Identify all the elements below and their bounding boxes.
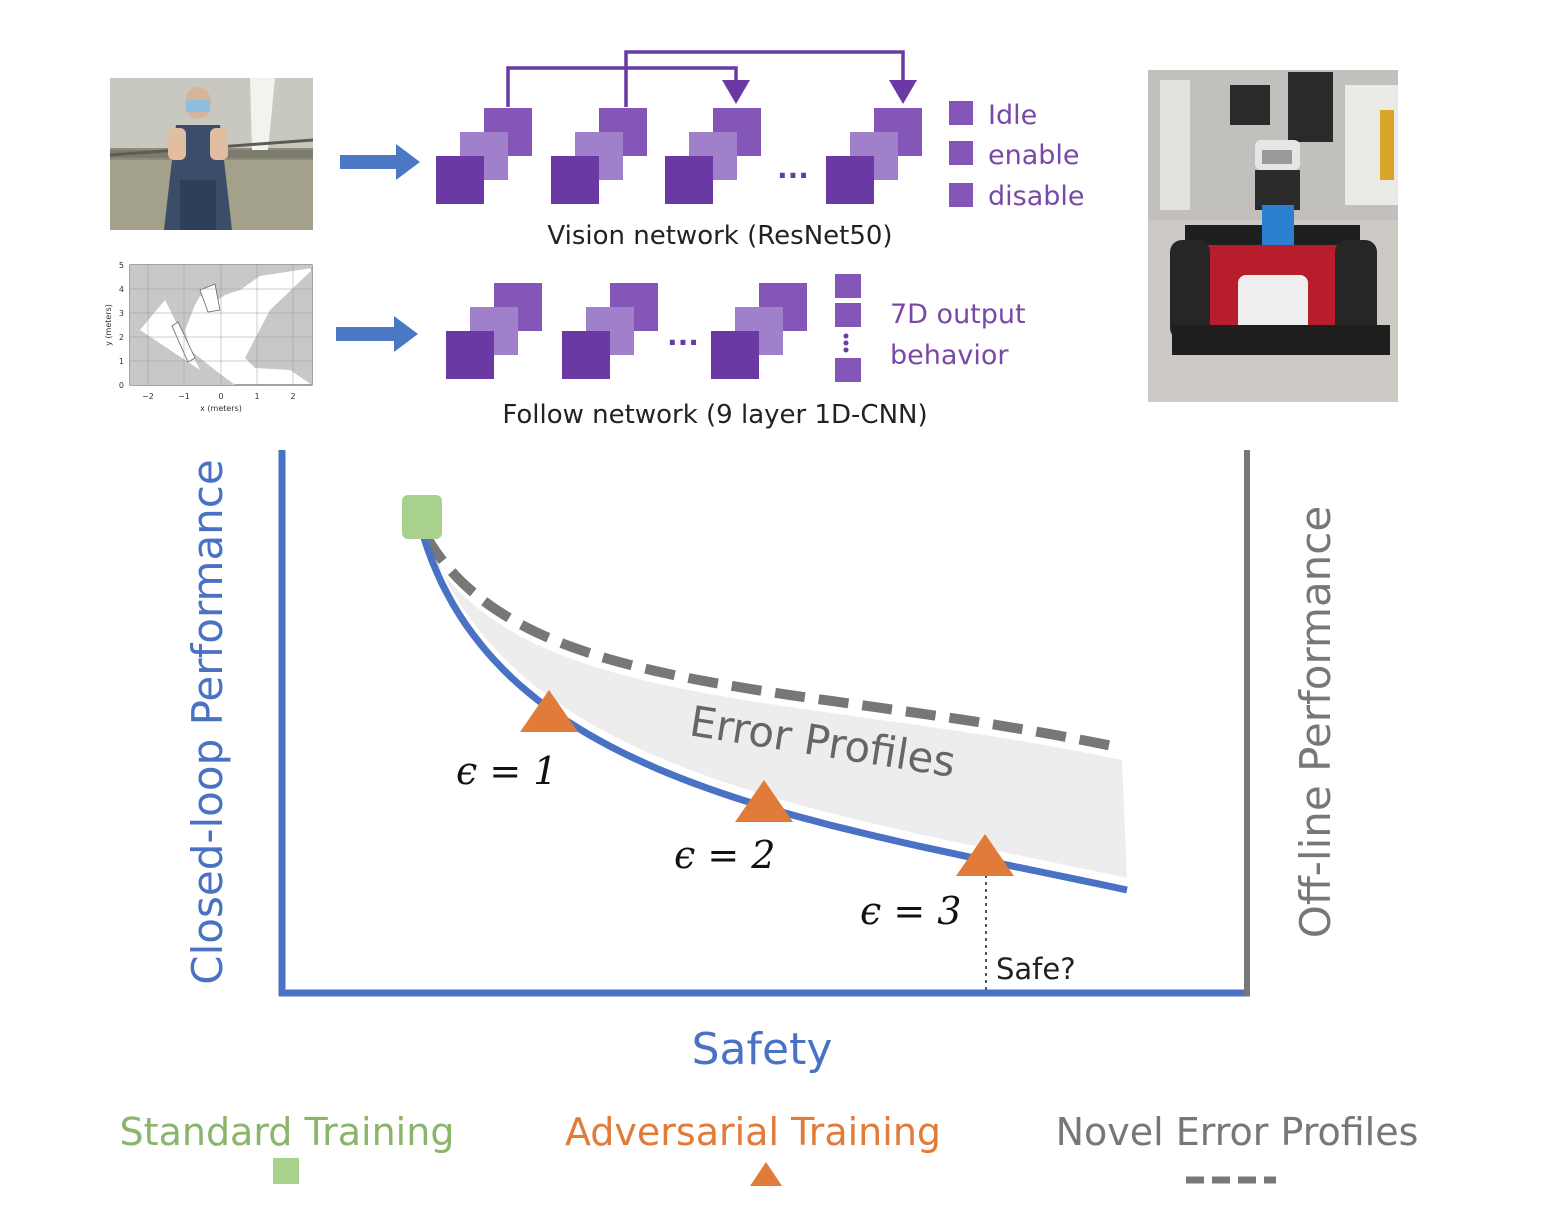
- standard-training-marker: [402, 495, 442, 539]
- arrow-right-icon: [340, 144, 420, 180]
- follow-network-label: Follow network (9 layer 1D-CNN): [502, 400, 927, 430]
- robot-photo: [1148, 70, 1398, 402]
- output-square-icon: [949, 183, 973, 207]
- epsilon-label-1: ϵ = 1: [456, 749, 557, 793]
- map-ytick: 3: [119, 309, 124, 318]
- conv-layer-block-icon: [711, 283, 807, 379]
- legend: Standard Training Adversarial Training N…: [120, 1110, 1419, 1186]
- epsilon-label-2: ϵ = 2: [674, 833, 775, 877]
- map-ytick: 0: [119, 381, 124, 390]
- conv-layer-block-icon: [551, 108, 647, 204]
- map-ytick: 5: [119, 261, 124, 270]
- output-square-icon: [949, 141, 973, 165]
- right-axis-label: Off-line Performance: [1291, 506, 1340, 938]
- map-xtick: −1: [178, 392, 190, 401]
- left-axis-label: Closed-loop Performance: [183, 459, 232, 984]
- map-xtick: 2: [290, 392, 295, 401]
- legend-standard-label: Standard Training: [120, 1110, 455, 1154]
- output-label-disable: disable: [988, 181, 1085, 212]
- vertical-dots-icon: [844, 334, 849, 339]
- safe-label: Safe?: [996, 952, 1076, 986]
- conv-layer-block-icon: [562, 283, 658, 379]
- skip-connection-arrows: [508, 52, 903, 107]
- follow-outputs: 7D output behavior: [835, 274, 1026, 382]
- output-square-icon: [949, 101, 973, 125]
- conv-layer-block-icon: [665, 108, 761, 204]
- vision-outputs: Idle enable disable: [949, 100, 1085, 212]
- legend-adversarial-label: Adversarial Training: [565, 1110, 941, 1154]
- map-ytick: 4: [119, 285, 124, 294]
- map-xtick: 0: [218, 392, 223, 401]
- output-label-behavior: behavior: [890, 340, 1009, 371]
- follow-ellipsis: ...: [667, 319, 699, 352]
- bottom-axis-label: Safety: [692, 1024, 833, 1075]
- output-square-icon: [835, 358, 861, 382]
- legend-novel-label: Novel Error Profiles: [1056, 1110, 1419, 1154]
- output-label-enable: enable: [988, 140, 1080, 171]
- conv-layer-block-icon: [436, 108, 532, 204]
- occupancy-map-plot: 5 4 3 2 1 0 −2 −1 0 1 2 x (meters) y (me…: [104, 261, 312, 413]
- map-xtick: −2: [142, 392, 154, 401]
- output-square-icon: [835, 274, 861, 298]
- tradeoff-chart: Safe? ϵ = 1 ϵ = 2 ϵ = 3 Error Profiles C…: [183, 450, 1340, 1075]
- arrow-right-icon: [336, 316, 418, 352]
- legend-triangle-icon: [750, 1162, 782, 1186]
- person-photo: [110, 78, 313, 230]
- map-ytick: 1: [119, 357, 124, 366]
- map-ylabel: y (meters): [104, 304, 113, 346]
- epsilon-label-3: ϵ = 3: [860, 889, 961, 933]
- vision-ellipsis: ...: [777, 152, 809, 185]
- arrow-down-icon: [722, 80, 750, 104]
- arrow-down-icon: [889, 80, 917, 104]
- error-profiles-band: [424, 526, 1127, 878]
- map-xtick: 1: [254, 392, 259, 401]
- output-label-idle: Idle: [988, 100, 1037, 131]
- follow-network-blocks: [446, 283, 807, 379]
- output-label-7d: 7D output: [890, 299, 1026, 330]
- conv-layer-block-icon: [826, 108, 922, 204]
- map-ytick: 2: [119, 333, 124, 342]
- vision-network-blocks: [436, 108, 922, 204]
- vision-network-label: Vision network (ResNet50): [547, 221, 892, 251]
- map-xlabel: x (meters): [200, 404, 242, 413]
- conv-layer-block-icon: [446, 283, 542, 379]
- legend-square-icon: [273, 1158, 299, 1184]
- output-square-icon: [835, 303, 861, 327]
